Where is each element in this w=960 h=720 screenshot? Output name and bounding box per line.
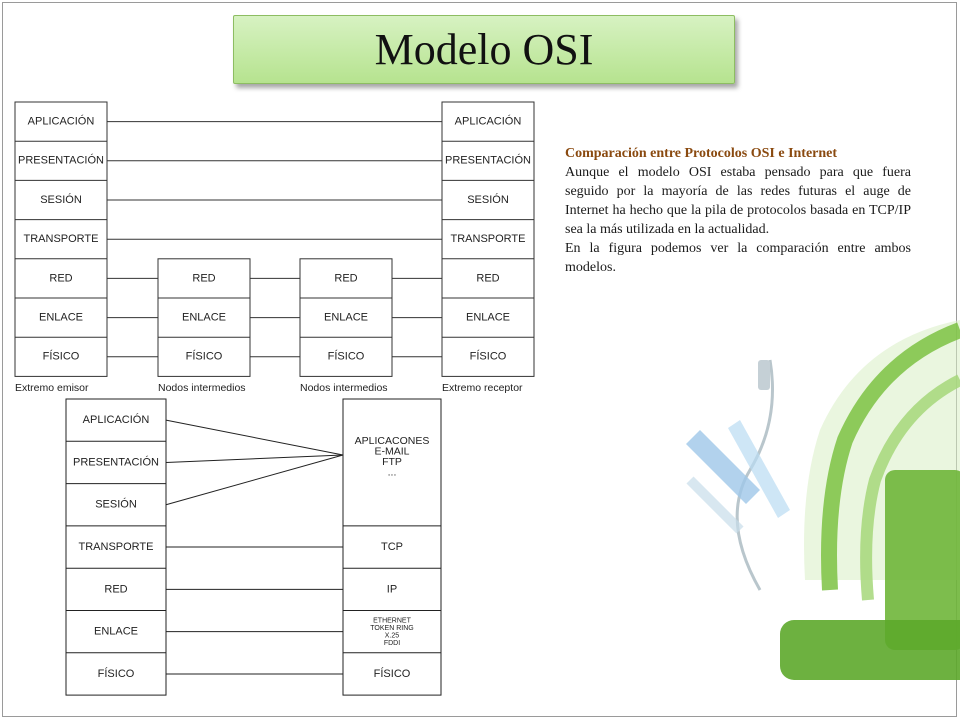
link-protocol-label: ETHERNET bbox=[373, 617, 411, 624]
layer-label: APLICACIÓN bbox=[455, 115, 522, 128]
layer-label: FÍSICO bbox=[186, 350, 223, 363]
computer-illustration bbox=[686, 320, 960, 680]
osi-layer-label: APLICACIÓN bbox=[83, 413, 150, 426]
osi-diagram-svg: APLICACIÓN PRESENTACIÓN SESIÓN TRANSPORTE RE… bbox=[14, 101, 535, 394]
osi-layer-label: SESIÓN bbox=[95, 498, 137, 511]
network-protocol-label: IP bbox=[387, 583, 397, 595]
layer-label: RED bbox=[334, 272, 357, 284]
layer-label: TRANSPORTE bbox=[451, 233, 526, 245]
layer-label: RED bbox=[49, 272, 72, 284]
layer-label: SESIÓN bbox=[467, 193, 509, 206]
description-paragraph-2: En la figura podemos ver la comparación … bbox=[565, 241, 911, 275]
layer-label: TRANSPORTE bbox=[24, 233, 99, 245]
layer-label: SESIÓN bbox=[40, 193, 82, 206]
physical-protocol-label: FÍSICO bbox=[374, 667, 411, 680]
title-box: Modelo OSI bbox=[233, 15, 735, 84]
link-protocol-label: TOKEN RING bbox=[370, 625, 413, 632]
application-protocol-label: APLICACONES bbox=[355, 435, 430, 447]
stack-caption: Nodos intermedios bbox=[158, 382, 246, 394]
osi-layer-label: ENLACE bbox=[94, 626, 138, 638]
osi-stack bbox=[65, 398, 167, 696]
layer-label: FÍSICO bbox=[328, 350, 365, 363]
description-block: Comparación entre Protocolos OSI e Inter… bbox=[565, 144, 911, 277]
osi-layer-label: FÍSICO bbox=[98, 667, 135, 680]
layer-label: FÍSICO bbox=[470, 350, 507, 363]
protocol-stack bbox=[299, 258, 393, 377]
protocol-stack bbox=[157, 258, 251, 377]
transport-protocol-label: TCP bbox=[381, 541, 403, 553]
layer-label: PRESENTACIÓN bbox=[445, 154, 531, 167]
tcp-ip-diagram: APLICACIÓN PRESENTACIÓN SESIÓN TRANSPORTE RE… bbox=[60, 396, 450, 698]
layer-label: RED bbox=[476, 272, 499, 284]
layer-label: ENLACE bbox=[182, 312, 226, 324]
layer-label: ENLACE bbox=[466, 312, 510, 324]
layer-label: ENLACE bbox=[39, 312, 83, 324]
layer-label: FÍSICO bbox=[43, 350, 80, 363]
mapping-line bbox=[165, 454, 344, 463]
stack-caption: Extremo emisor bbox=[15, 382, 89, 394]
application-protocol-label: ... bbox=[388, 466, 397, 478]
layer-label: ENLACE bbox=[324, 312, 368, 324]
osi-layer-label: PRESENTACIÓN bbox=[73, 455, 159, 468]
application-protocol-label: FTP bbox=[382, 456, 402, 468]
stack-caption: Extremo receptor bbox=[442, 382, 523, 394]
layer-label: PRESENTACIÓN bbox=[18, 154, 104, 167]
osi-layer-label: RED bbox=[104, 583, 127, 595]
tcpip-stack bbox=[342, 398, 442, 696]
protocol-stack bbox=[441, 101, 535, 377]
description-paragraph-1: Aunque el modelo OSI estaba pensado para… bbox=[565, 165, 911, 237]
link-protocol-label: FDDI bbox=[384, 640, 400, 647]
description-heading: Comparación entre Protocolos OSI e Inter… bbox=[565, 146, 838, 161]
slide-title: Modelo OSI bbox=[374, 25, 594, 74]
stack-caption: Nodos intermedios bbox=[300, 382, 388, 394]
mapping-line bbox=[165, 454, 344, 506]
mapping-line bbox=[165, 419, 344, 456]
layer-label: RED bbox=[192, 272, 215, 284]
application-protocol-label: E-MAIL bbox=[374, 445, 409, 457]
link-protocol-label: X.25 bbox=[385, 632, 400, 639]
tcp-ip-diagram-svg: APLICACIÓN PRESENTACIÓN SESIÓN TRANSPORTE RE… bbox=[65, 398, 442, 696]
osi-layer-label: TRANSPORTE bbox=[79, 541, 154, 553]
layer-label: APLICACIÓN bbox=[28, 115, 95, 128]
osi-diagram: APLICACIÓN PRESENTACIÓN SESIÓN TRANSPORTE RE… bbox=[10, 96, 538, 396]
protocol-stack bbox=[14, 101, 108, 377]
